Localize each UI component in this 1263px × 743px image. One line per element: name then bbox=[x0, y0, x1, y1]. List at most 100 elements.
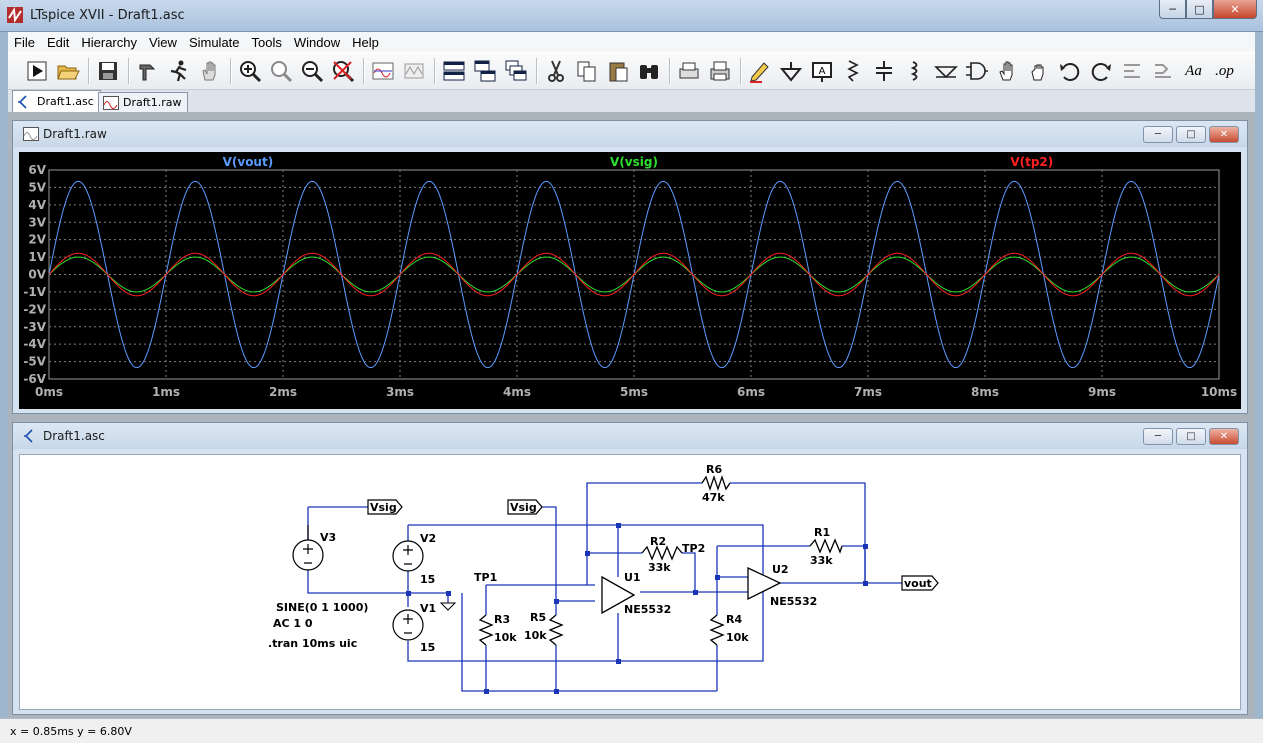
menu-help[interactable]: Help bbox=[352, 34, 379, 50]
minimize-button[interactable]: ─ bbox=[1159, 0, 1186, 19]
schematic-close-button[interactable]: ✕ bbox=[1209, 428, 1239, 445]
schematic-window: Draft1.asc ─ □ ✕ bbox=[12, 422, 1248, 715]
menu-edit[interactable]: Edit bbox=[46, 34, 70, 50]
plot-minimize-button[interactable]: ─ bbox=[1143, 126, 1173, 143]
cursor-readout: x = 0.85ms y = 6.80V bbox=[10, 725, 132, 738]
r4-label: R4 bbox=[726, 613, 742, 626]
x-tick-label: 2ms bbox=[269, 385, 297, 399]
schematic-window-titlebar[interactable]: Draft1.asc ─ □ ✕ bbox=[13, 423, 1247, 449]
menu-view[interactable]: View bbox=[148, 34, 177, 50]
toolbar-separator bbox=[536, 58, 537, 84]
x-tick-label: 6ms bbox=[737, 385, 765, 399]
pencil-wire-icon[interactable] bbox=[745, 57, 774, 85]
v3-sine-spec: SINE(0 1 1000) bbox=[276, 601, 368, 614]
cascade-icon[interactable] bbox=[501, 57, 530, 85]
v1-value: 15 bbox=[420, 641, 435, 654]
toolbar-separator bbox=[740, 58, 741, 84]
rotate-icon[interactable] bbox=[1117, 57, 1146, 85]
paste-icon[interactable] bbox=[603, 57, 632, 85]
y-tick-label: 3V bbox=[28, 215, 46, 229]
zoom-cancel-icon[interactable] bbox=[328, 57, 357, 85]
maximize-button[interactable]: □ bbox=[1186, 0, 1213, 19]
y-tick-label: -2V bbox=[23, 302, 46, 316]
menu-tools[interactable]: Tools bbox=[251, 34, 282, 50]
ltspice-app-icon[interactable] bbox=[6, 6, 24, 24]
halt-icon[interactable] bbox=[164, 57, 193, 85]
ground-icon[interactable] bbox=[776, 57, 805, 85]
document-tabs: Draft1.asc Draft1.raw bbox=[8, 90, 1255, 112]
y-tick-label: -1V bbox=[23, 285, 46, 299]
plot-maximize-button[interactable]: □ bbox=[1176, 126, 1206, 143]
y-tick-label: -6V bbox=[23, 372, 46, 386]
title-bar: LTspice XVII - Draft1.asc ─ □ ✕ bbox=[0, 0, 1263, 32]
zoom-full-icon[interactable] bbox=[266, 57, 295, 85]
find-icon[interactable] bbox=[634, 57, 663, 85]
tab-draft1-raw[interactable]: Draft1.raw bbox=[98, 92, 189, 112]
text-icon[interactable]: Aa bbox=[1185, 62, 1202, 79]
capacitor-icon[interactable] bbox=[869, 57, 898, 85]
waveform-icon[interactable] bbox=[399, 57, 428, 85]
print-icon[interactable] bbox=[705, 57, 734, 85]
legend-label: V(vout) bbox=[223, 155, 274, 169]
x-tick-label: 0ms bbox=[35, 385, 63, 399]
toolbar-separator bbox=[230, 58, 231, 84]
cut-icon[interactable] bbox=[541, 57, 570, 85]
r2-value: 33k bbox=[648, 561, 671, 574]
close-button[interactable]: ✕ bbox=[1213, 0, 1257, 19]
r5-value: 10k bbox=[524, 629, 547, 642]
autorange-icon[interactable] bbox=[368, 57, 397, 85]
y-tick-label: 0V bbox=[28, 268, 46, 282]
tab-draft1-asc[interactable]: Draft1.asc bbox=[12, 90, 101, 112]
y-tick-label: 4V bbox=[28, 198, 46, 212]
pan-hand-icon[interactable] bbox=[195, 57, 224, 85]
tile-horizontal-icon[interactable] bbox=[439, 57, 468, 85]
x-tick-label: 5ms bbox=[620, 385, 648, 399]
component-icon[interactable] bbox=[962, 57, 991, 85]
move-hand-icon[interactable] bbox=[993, 57, 1022, 85]
net-label-vsig: Vsig bbox=[370, 501, 397, 514]
y-tick-label: 1V bbox=[28, 250, 46, 264]
zoom-in-icon[interactable] bbox=[235, 57, 264, 85]
print-setup-icon[interactable] bbox=[674, 57, 703, 85]
schematic-maximize-button[interactable]: □ bbox=[1176, 428, 1206, 445]
toolbar-separator bbox=[88, 58, 89, 84]
menu-file[interactable]: File bbox=[14, 34, 35, 50]
diode-icon[interactable] bbox=[931, 57, 960, 85]
x-tick-label: 1ms bbox=[152, 385, 180, 399]
tp1-label: TP1 bbox=[474, 571, 497, 584]
mirror-icon[interactable] bbox=[1148, 57, 1177, 85]
drag-hand-icon[interactable] bbox=[1024, 57, 1053, 85]
resistor-icon[interactable] bbox=[838, 57, 867, 85]
inductor-icon[interactable] bbox=[900, 57, 929, 85]
menu-simulate[interactable]: Simulate bbox=[188, 34, 240, 50]
u1-part: NE5532 bbox=[624, 603, 671, 616]
spice-directive-icon[interactable]: .op bbox=[1215, 62, 1234, 79]
schematic-drawing[interactable]: Vsig Vsig vout V3 V2 15 V1 15 SINE(0 1 1… bbox=[20, 455, 1240, 709]
schematic-minimize-button[interactable]: ─ bbox=[1143, 428, 1173, 445]
y-tick-label: -5V bbox=[23, 355, 46, 369]
plot-close-button[interactable]: ✕ bbox=[1209, 126, 1239, 143]
redo-icon[interactable] bbox=[1086, 57, 1115, 85]
undo-icon[interactable] bbox=[1055, 57, 1084, 85]
menu-window[interactable]: Window bbox=[293, 34, 341, 50]
run-icon[interactable] bbox=[22, 57, 51, 85]
r4-value: 10k bbox=[726, 631, 749, 644]
schematic-canvas[interactable]: Vsig Vsig vout V3 V2 15 V1 15 SINE(0 1 1… bbox=[19, 454, 1241, 710]
y-tick-label: 5V bbox=[28, 180, 46, 194]
control-panel-icon[interactable] bbox=[133, 57, 162, 85]
r5-label: R5 bbox=[530, 611, 546, 624]
legend-label: V(vsig) bbox=[610, 155, 658, 169]
tile-vertical-icon[interactable] bbox=[470, 57, 499, 85]
label-net-icon[interactable]: A bbox=[807, 57, 836, 85]
zoom-out-icon[interactable] bbox=[297, 57, 326, 85]
save-icon[interactable] bbox=[93, 57, 122, 85]
menu-hierarchy[interactable]: Hierarchy bbox=[81, 34, 137, 50]
r6-value: 47k bbox=[702, 491, 725, 504]
waveform-window-titlebar[interactable]: Draft1.raw ─ □ ✕ bbox=[13, 121, 1247, 147]
open-icon[interactable] bbox=[53, 57, 82, 85]
copy-icon[interactable] bbox=[572, 57, 601, 85]
x-tick-label: 10ms bbox=[1201, 385, 1237, 399]
v1-label: V1 bbox=[420, 602, 436, 615]
